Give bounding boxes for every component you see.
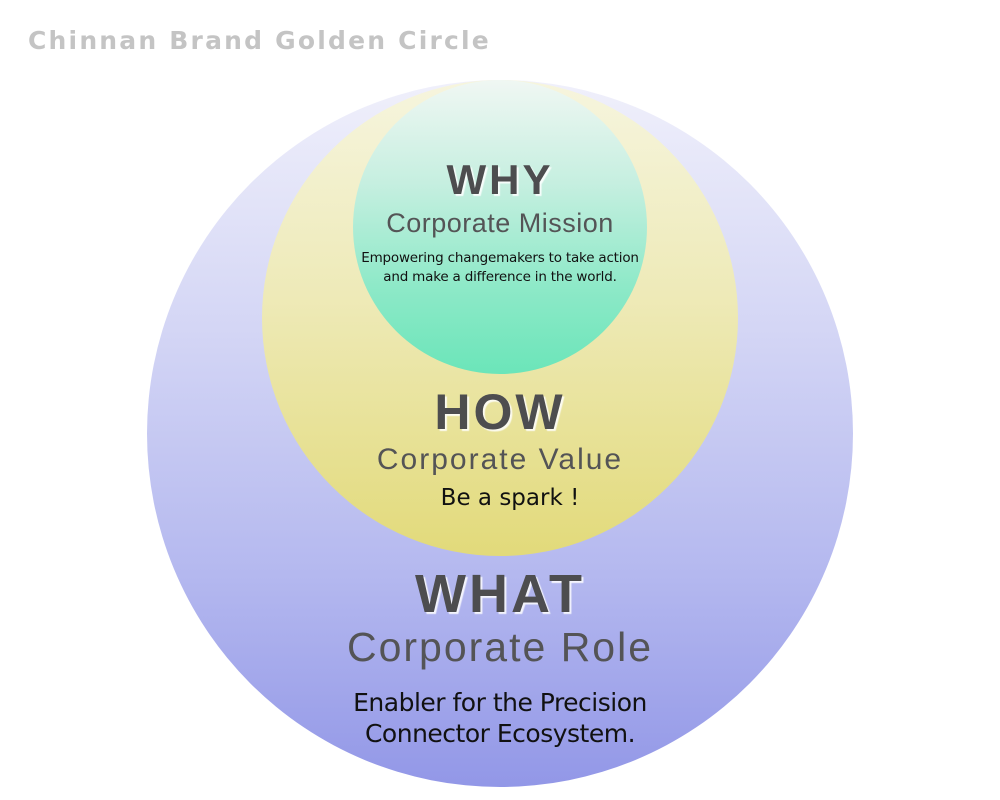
- how-heading: HOW: [434, 384, 566, 440]
- how-subheading: Corporate Value: [376, 443, 624, 476]
- what-body: Enabler for the Precision Connector Ecos…: [0, 687, 1000, 749]
- why-subheading: Corporate Mission: [386, 208, 614, 238]
- what-body-line-2: Connector Ecosystem.: [364, 719, 636, 748]
- why-body: Empowering changemakers to take action a…: [361, 250, 639, 285]
- how-body: Be a spark !: [440, 485, 580, 511]
- page-title: Chinnan Brand Golden Circle: [28, 26, 491, 55]
- what-subheading: Corporate Role: [346, 624, 654, 670]
- what-heading: WHAT: [415, 564, 585, 624]
- what-body-line-1: Enabler for the Precision: [353, 688, 647, 717]
- why-circle: [353, 80, 647, 374]
- why-heading: WHY: [446, 156, 554, 203]
